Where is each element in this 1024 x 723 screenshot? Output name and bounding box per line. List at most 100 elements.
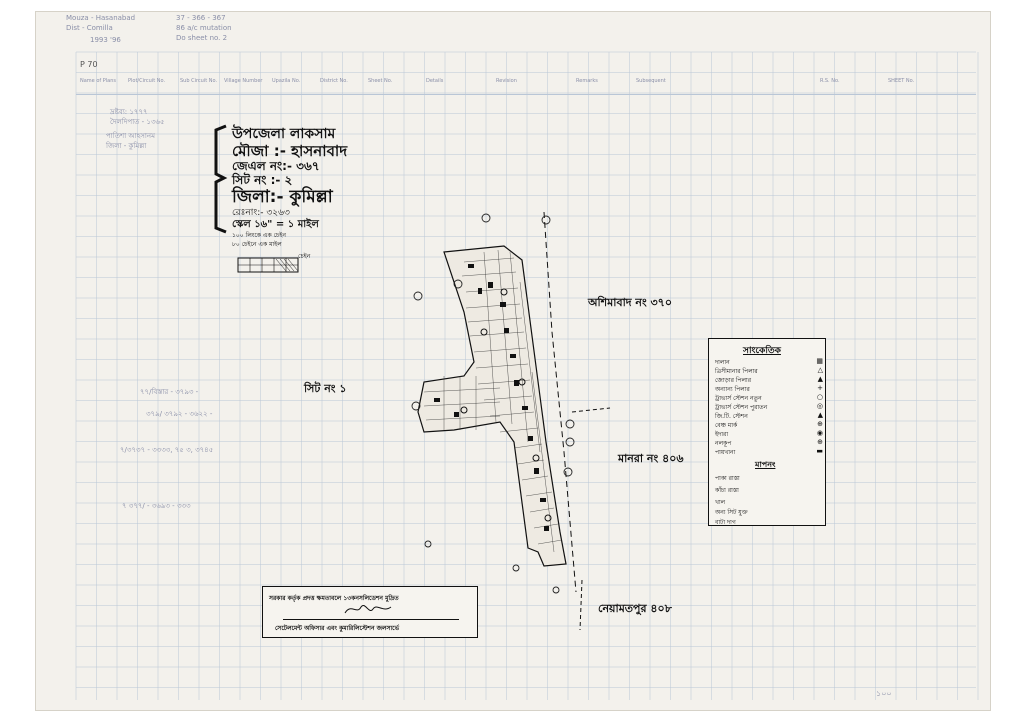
legend-row-building-label: দালান (715, 359, 730, 366)
chain-line-2: ৮০ চেইনে এক মাইল (232, 241, 282, 248)
title-bracket (214, 124, 228, 234)
pencil-note-top-left-3: 1993 '96 (90, 36, 121, 44)
crosshair-icon: ⊕ (817, 420, 823, 428)
legend-row-bench-mark: বেঞ্চ মার্ক ⊕ (715, 420, 825, 431)
header-col-3: Village Number (224, 78, 263, 84)
adjacent-west-label: সিট নং ১ (304, 382, 347, 395)
certificate-text: সরকার কর্তৃক প্রদত্ত ক্ষমতাবলে ১৩কনসলিডে… (269, 595, 399, 602)
header-strip: Name of Plans Plot/Circuit No. Sub Circu… (76, 74, 976, 95)
district-label: জিলা:- কুমিল্লা (232, 187, 333, 207)
legend-road-unpaved: কাঁচা রাস্তা (715, 485, 825, 496)
plot-note-4: ৭ ৩৭৭/ - ৩৬৯৩ - ৩৩৩ (122, 502, 191, 510)
legend-row-traverse-new-label: ট্রাভার্স স্টেশন নতুন (715, 395, 762, 402)
header-col-2: Sub Circuit No. (180, 78, 218, 84)
legend-row-traverse-new: ট্রাভার্স স্টেশন নতুন ○ (715, 393, 825, 404)
side-note-1: দ্রষ্টব্য: ১৭৭৭ (110, 108, 148, 116)
tubewell-icon: ⊕ (817, 438, 823, 446)
header-col-5: District No. (320, 78, 348, 84)
legend-title: সাংকেতিক (743, 346, 781, 356)
legend-row-building: দালান ▦ (715, 357, 825, 368)
building-symbol-icon: ▦ (816, 357, 823, 365)
header-col-0: Name of Plans (80, 78, 116, 84)
signature-line (283, 619, 459, 620)
pencil-note-top-mid-1: 37 - 366 - 367 (176, 14, 226, 22)
triangle-icon: △ (817, 366, 823, 374)
side-note-4: জিলা - কুমিল্লা (106, 142, 147, 150)
legend-bata-dag-label: বাটা দাগ (715, 519, 736, 526)
legend-row-other-pillar: অন্যান্য পিলার + (715, 384, 825, 395)
legend-other-sheet-label: অন্য সিট যুক্ত (715, 509, 748, 516)
circle-icon: ○ (816, 393, 823, 401)
legend-canal: খাল (715, 497, 825, 508)
scale-bar (237, 257, 299, 273)
side-note-2: দৈলদিপাত - ১৩৬৫ (110, 118, 165, 126)
legend-row-joint-pillar: জোড়ার পিলার ▲ (715, 375, 825, 386)
header-col-4: Upazila No. (272, 78, 301, 84)
plot-note-1: ৭৭/বিস্তার - ৩৭৯৩ - (140, 388, 199, 396)
pencil-note-top-mid-3: Do sheet no. 2 (176, 34, 228, 42)
header-col-9: Remarks (576, 78, 598, 84)
header-col-12: SHEET No. (888, 78, 915, 84)
legend-row-trijunction-pillar: ত্রিসীমানার পিলার △ (715, 366, 825, 377)
boundary-dashes (571, 407, 611, 631)
adjacent-south-label: নেয়ামতপুর ৪০৮ (598, 602, 672, 615)
latrine-icon: ▬ (816, 447, 823, 455)
scale-label: স্কেল ১৬" = ১ মাইল (232, 219, 319, 230)
legend-row-other-pillar-label: অন্যান্য পিলার (715, 386, 750, 393)
legend-row-gt-station: জি.টি. স্টেশন ▲ (715, 411, 825, 422)
header-col-11: R.S. No. (820, 78, 840, 84)
side-note-3: পাতিশা আহসানম (106, 132, 155, 140)
legend-bata-dag: বাটা দাগ (715, 517, 825, 528)
gt-triangle-icon: ▲ (817, 411, 823, 419)
pencil-note-top-left-2: Dist - Comilla (66, 24, 113, 32)
plot-note-2: ৩৭৯/ ৩৭৯২ - ৩৬২২ - (146, 410, 213, 418)
legend-box: সাংকেতিক দালান ▦ ত্রিসীমানার পিলার △ জোড়া… (708, 338, 826, 526)
certificate-footer: সেটেলমেন্ট অফিসার এবং কুমারিলিস্টেশন জলস… (275, 625, 400, 632)
legend-road-unpaved-label: কাঁচা রাস্তা (715, 487, 739, 494)
village-plan (411, 211, 577, 594)
bottom-right-note: ১০০ (876, 689, 892, 698)
legend-row-traverse-old-label: ট্রাভার্স স্টেশন পুরাতন (715, 404, 768, 411)
page-code: P 70 (80, 60, 98, 69)
certificate-box: সরকার কর্তৃক প্রদত্ত ক্ষমতাবলে ১৩কনসলিডে… (262, 586, 478, 638)
map-sheet: P 70 Name of Plans Plot/Circuit No. Sub … (36, 12, 990, 710)
registration-number: রেঃনাং:- ৩২৬৩ (232, 208, 290, 218)
legend-row-traverse-old: ট্রাভার্স স্টেশন পুরাতন ◎ (715, 402, 825, 413)
legend-row-joint-pillar-label: জোড়ার পিলার (715, 377, 752, 384)
signature-image (344, 605, 392, 614)
legend-road-paved-label: পাকা রাস্তা (715, 475, 740, 482)
double-circle-icon: ◎ (816, 402, 823, 410)
legend-row-tubewell: নলকূপ ⊕ (715, 438, 825, 449)
mouza-label: মৌজা :- হাসনাবাদ (232, 142, 348, 160)
pencil-note-top-mid-2: 86 a/c mutation (176, 24, 232, 32)
plus-icon: + (817, 384, 823, 392)
header-col-8: Revision (496, 78, 517, 84)
header-col-10: Subsequent (636, 78, 666, 84)
scalebar-unit: চেইন (298, 253, 311, 260)
pencil-note-top-left-1: Mouza - Hasanabad (66, 14, 136, 22)
legend-canal-label: খাল (715, 499, 726, 506)
filled-triangle-icon: ▲ (817, 375, 823, 383)
header-col-7: Details (426, 78, 444, 84)
adjacent-north-east-label: অশিমাবাদ নং ৩৭০ (588, 296, 672, 309)
legend-road-paved: পাকা রাস্তা (715, 473, 825, 484)
legend-row-well-label: ইদারা (715, 431, 729, 438)
chain-line-1: ১০০ লিংকে এক চেইন (232, 232, 286, 239)
legend-row-trijunction-pillar-label: ত্রিসীমানার পিলার (715, 368, 758, 375)
plot-note-3: ৭/৩৭৩৭ - ৩৩৩৩, ৭৫ ৩, ৩৭৪৫ (120, 446, 214, 454)
roads-title: মাপনং (755, 460, 776, 469)
legend-row-tubewell-label: নলকূপ (715, 440, 732, 447)
legend-row-well: ইদারা ◉ (715, 429, 825, 440)
legend-other-sheet: অন্য সিট যুক্ত (715, 507, 825, 518)
legend-row-latrine: পায়খানা ▬ (715, 447, 825, 458)
well-icon: ◉ (816, 429, 823, 437)
legend-row-gt-station-label: জি.টি. স্টেশন (715, 413, 748, 420)
jl-number: জেএল নং:- ৩৬৭ (232, 159, 320, 173)
header-col-1: Plot/Circuit No. (128, 78, 166, 84)
sheet-number: সিট নং :- ২ (232, 173, 293, 187)
legend-row-bench-mark-label: বেঞ্চ মার্ক (715, 422, 738, 429)
header-col-6: Sheet No. (368, 78, 393, 84)
grid-lines (75, 51, 979, 700)
legend-row-latrine-label: পায়খানা (715, 449, 736, 456)
upazila-label: উপজেলা লাকসাম (232, 126, 336, 142)
